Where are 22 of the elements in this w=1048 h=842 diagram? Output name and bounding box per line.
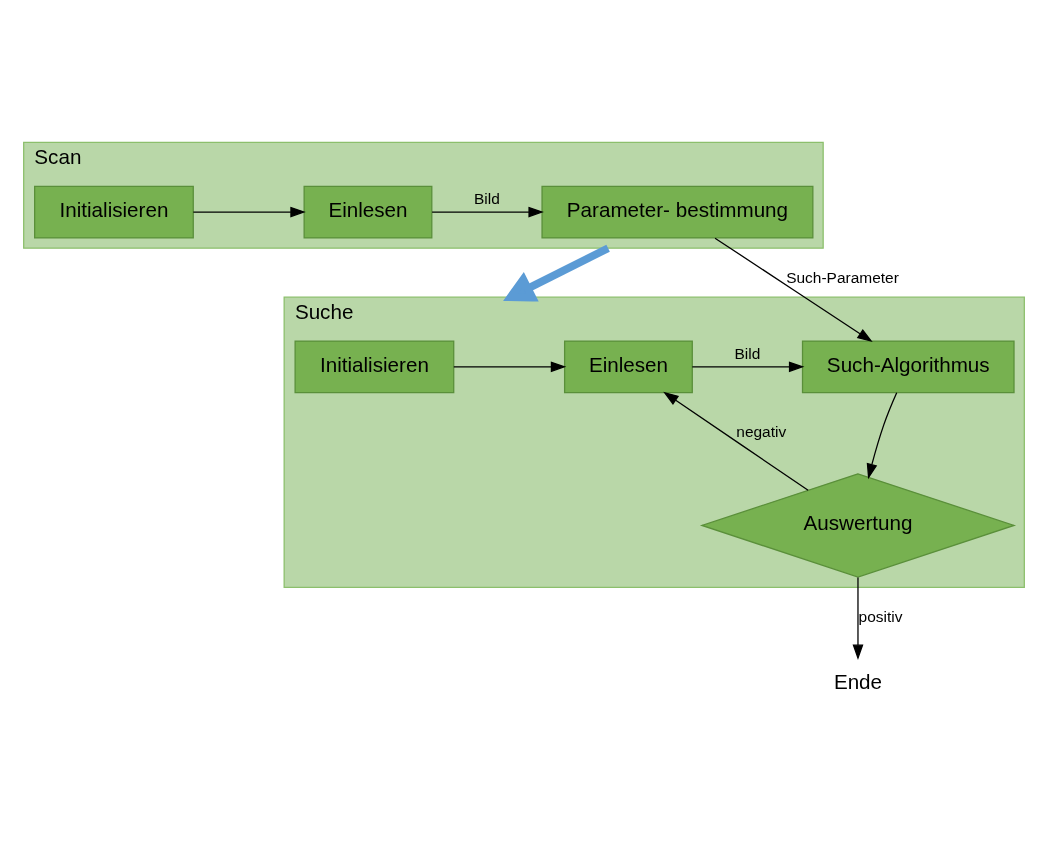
arrow bbox=[714, 237, 873, 343]
node-box: Parameter- bestimmung bbox=[541, 185, 814, 239]
edge-label: positiv bbox=[858, 607, 903, 625]
node-box: Initialisieren bbox=[294, 340, 455, 394]
edge-label: Such-Parameter bbox=[786, 268, 899, 286]
arrow bbox=[503, 244, 610, 302]
arrow bbox=[852, 576, 864, 661]
node-box: Einlesen bbox=[303, 185, 433, 239]
edge-label: Bild bbox=[474, 189, 500, 207]
arrow bbox=[691, 361, 805, 373]
arrow bbox=[866, 392, 898, 480]
node-box: Initialisieren bbox=[34, 185, 194, 239]
arrow bbox=[431, 206, 544, 218]
edge-label: Bild bbox=[734, 344, 761, 362]
node-box: Einlesen bbox=[563, 340, 693, 394]
arrow bbox=[192, 206, 306, 218]
arrow bbox=[663, 391, 809, 491]
arrow bbox=[453, 361, 567, 373]
edge-label: negativ bbox=[736, 423, 787, 441]
node-text: Ende bbox=[833, 669, 883, 693]
node-diamond: Auswertung bbox=[699, 473, 1017, 578]
node-box: Such-Algorithmus bbox=[801, 340, 1015, 394]
